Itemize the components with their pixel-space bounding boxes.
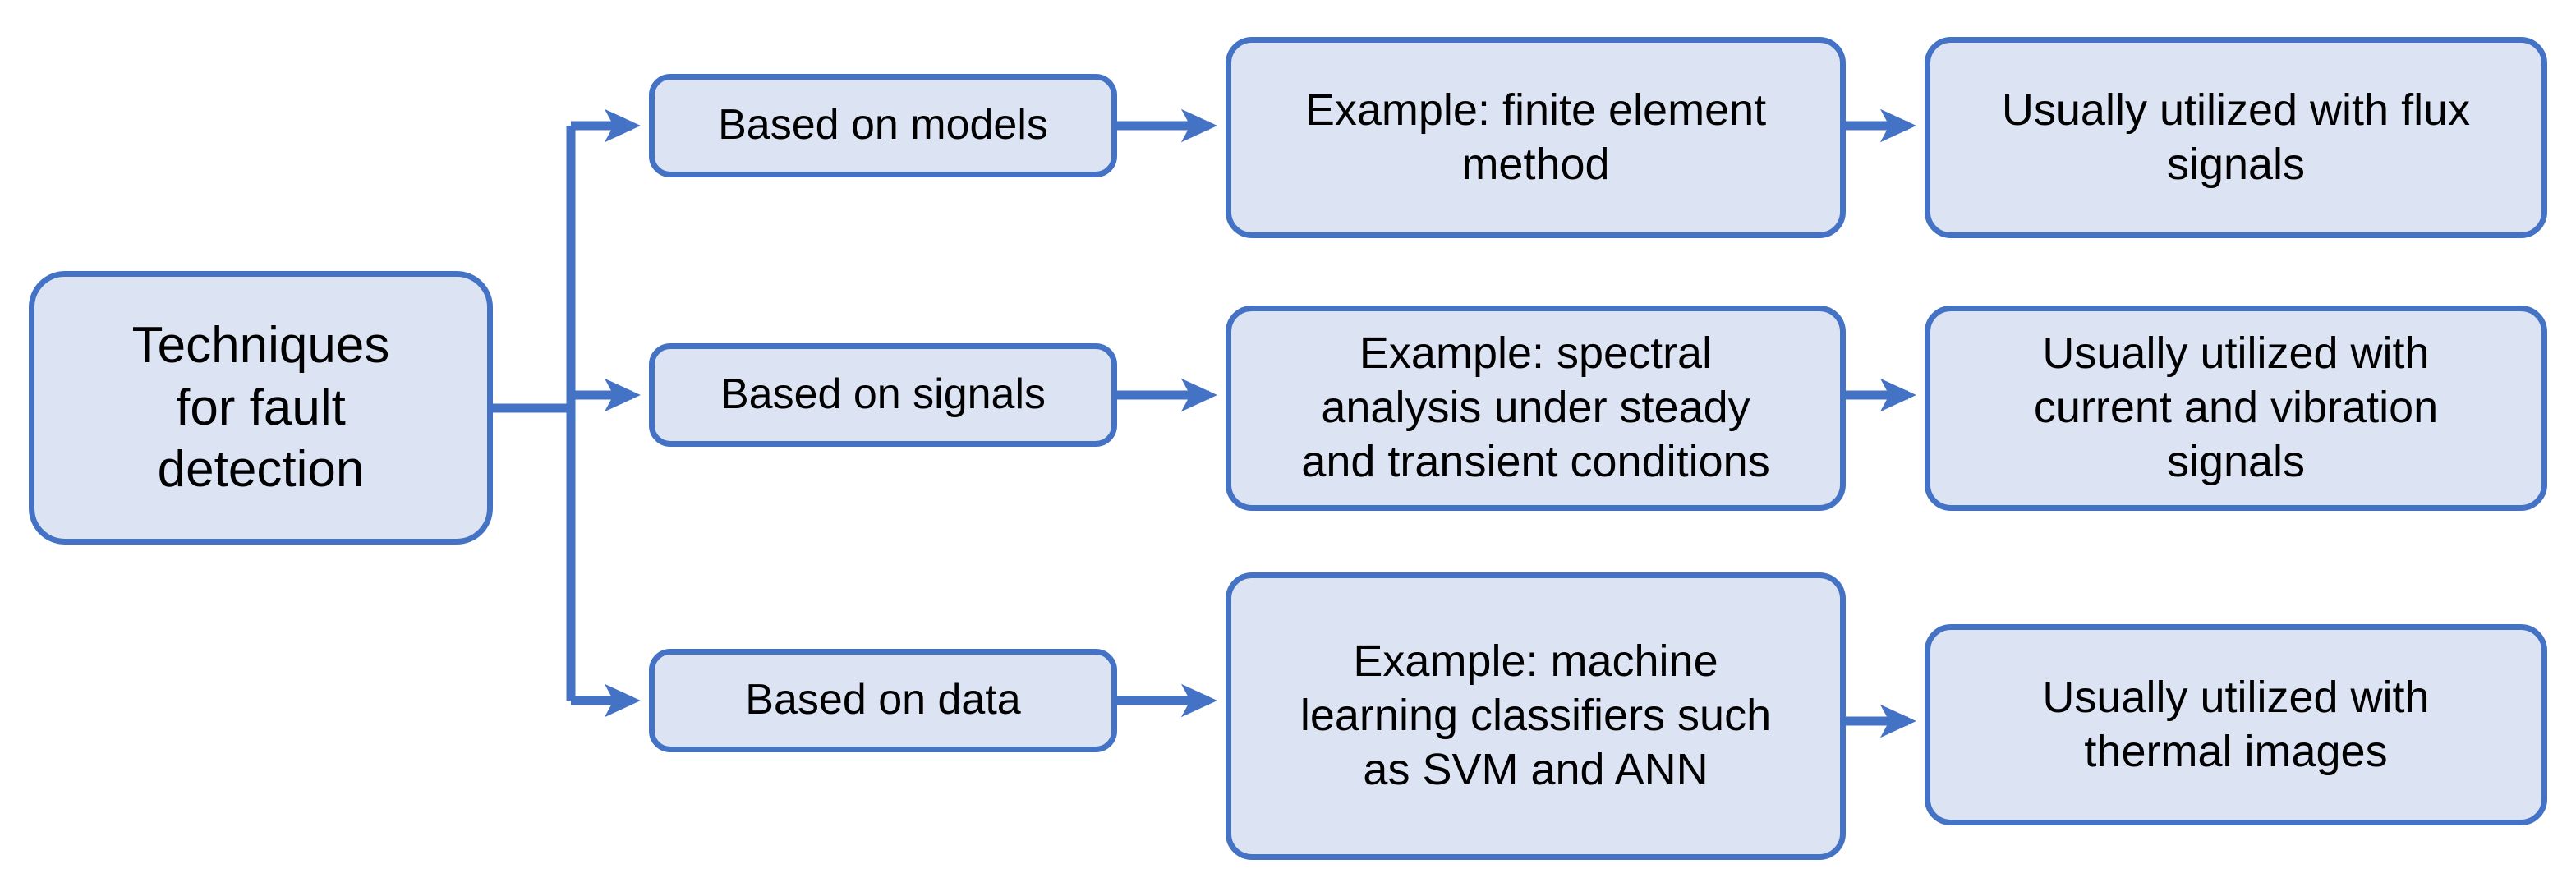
node-based-on-models[interactable]: Based on models <box>649 74 1117 177</box>
node-example-spectral-analysis[interactable]: Example: spectral analysis under steady … <box>1226 306 1846 511</box>
node-example-finite-element-method[interactable]: Example: finite element method <box>1226 37 1846 238</box>
node-techniques-for-fault-detection[interactable]: Techniques for fault detection <box>29 271 493 545</box>
node-based-on-signals[interactable]: Based on signals <box>649 343 1117 447</box>
node-usage-thermal-images[interactable]: Usually utilized with thermal images <box>1925 624 2547 825</box>
node-usage-flux-signals[interactable]: Usually utilized with flux signals <box>1925 37 2547 238</box>
node-example-machine-learning-classifiers[interactable]: Example: machine learning classifiers su… <box>1226 572 1846 860</box>
node-usage-current-and-vibration-signals[interactable]: Usually utilized with current and vibrat… <box>1925 306 2547 511</box>
node-based-on-data[interactable]: Based on data <box>649 649 1117 752</box>
